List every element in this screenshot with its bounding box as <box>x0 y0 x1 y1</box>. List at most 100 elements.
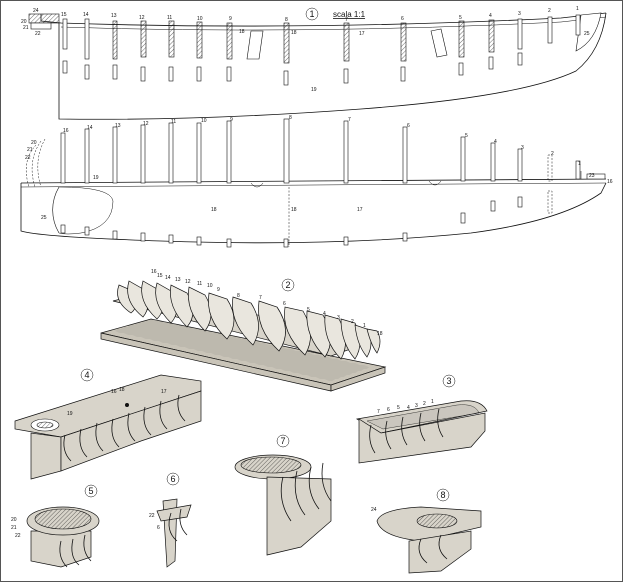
svg-text:18: 18 <box>239 29 245 35</box>
svg-text:2: 2 <box>551 151 554 157</box>
svg-text:4: 4 <box>84 370 89 380</box>
frame-numbers-view-1: 15 14 13 12 11 10 9 8 7 6 5 4 3 2 1 24 2… <box>21 6 590 93</box>
svg-text:17: 17 <box>161 389 167 395</box>
scale-label: scala 1:1 <box>333 10 366 19</box>
svg-text:16: 16 <box>111 389 117 395</box>
svg-text:3: 3 <box>446 376 451 386</box>
svg-text:2: 2 <box>285 280 290 290</box>
svg-text:14: 14 <box>83 12 89 18</box>
svg-text:9: 9 <box>217 287 220 293</box>
svg-text:5: 5 <box>459 15 462 21</box>
svg-text:11: 11 <box>197 281 202 287</box>
deck-line <box>20 178 607 184</box>
svg-text:12: 12 <box>185 279 191 285</box>
svg-text:10: 10 <box>207 283 213 289</box>
svg-text:17: 17 <box>357 207 363 213</box>
svg-text:5: 5 <box>465 133 468 139</box>
svg-text:3: 3 <box>521 145 524 151</box>
figure-1-number: 1 <box>309 9 314 19</box>
keel-top-1 <box>40 12 607 27</box>
figure-1-marker <box>305 7 319 21</box>
svg-text:19: 19 <box>67 411 73 417</box>
svg-text:4: 4 <box>494 139 497 145</box>
svg-text:15: 15 <box>157 273 163 279</box>
svg-text:3: 3 <box>415 403 418 409</box>
svg-text:16: 16 <box>63 128 69 134</box>
svg-text:5: 5 <box>397 405 400 411</box>
figure-5: 5 20 21 22 <box>11 484 100 568</box>
svg-text:25: 25 <box>584 31 590 37</box>
svg-text:12: 12 <box>143 121 149 127</box>
svg-text:4: 4 <box>489 13 492 19</box>
svg-text:8: 8 <box>237 293 240 299</box>
keel-lower-1 <box>60 16 607 31</box>
svg-text:21: 21 <box>27 147 33 153</box>
hull-side-outline <box>20 182 607 244</box>
svg-text:9: 9 <box>230 117 233 123</box>
svg-text:5: 5 <box>88 486 93 496</box>
view-1-side: 16 14 13 12 11 10 9 8 7 6 5 4 3 2 1 20 2… <box>20 115 613 248</box>
svg-text:8: 8 <box>285 17 288 23</box>
svg-text:13: 13 <box>111 13 117 19</box>
svg-text:18: 18 <box>211 207 217 213</box>
svg-text:1: 1 <box>578 161 581 167</box>
bow-piece <box>575 12 602 52</box>
svg-text:1: 1 <box>576 6 579 12</box>
svg-text:16: 16 <box>607 179 613 185</box>
figure-3: 3 7 6 5 4 3 2 1 <box>355 374 488 464</box>
figure-6: 6 22 6 <box>149 472 192 568</box>
svg-text:16: 16 <box>151 269 157 275</box>
svg-text:13: 13 <box>115 123 121 129</box>
svg-text:6: 6 <box>387 407 390 413</box>
figure-3-ribs <box>369 408 444 454</box>
frame-numbers-view-1b: 16 14 13 12 11 10 9 8 7 6 5 4 3 2 1 20 2… <box>25 115 613 221</box>
svg-text:7: 7 <box>377 409 380 415</box>
svg-text:22: 22 <box>15 533 21 539</box>
svg-text:6: 6 <box>407 123 410 129</box>
svg-text:10: 10 <box>201 118 207 124</box>
svg-text:6: 6 <box>283 301 286 307</box>
view-1-profile: 1 scala 1:1 <box>21 6 607 120</box>
svg-text:2: 2 <box>548 8 551 14</box>
figure-2-labels: 16 15 14 13 12 11 10 9 8 7 6 5 4 3 2 1 1… <box>151 269 383 337</box>
stern-block <box>28 13 60 24</box>
svg-text:2: 2 <box>351 319 354 325</box>
svg-text:22: 22 <box>149 513 155 519</box>
svg-text:14: 14 <box>165 275 171 281</box>
svg-text:8: 8 <box>440 490 445 500</box>
figure-2-assembly: 2 16 15 14 13 <box>100 269 387 392</box>
svg-text:20: 20 <box>11 517 17 523</box>
keel-4 <box>30 432 62 480</box>
svg-text:21: 21 <box>23 25 29 31</box>
svg-text:3: 3 <box>518 11 521 17</box>
svg-text:2: 2 <box>423 401 426 407</box>
stern-arc <box>52 186 60 234</box>
svg-text:5: 5 <box>307 307 310 313</box>
svg-text:21: 21 <box>11 525 17 531</box>
svg-text:11: 11 <box>167 15 172 21</box>
svg-text:4: 4 <box>407 405 410 411</box>
figure-4: 4 16 18 17 19 <box>14 368 202 480</box>
figure-8: 8 24 <box>371 488 482 574</box>
frames-view-1b <box>60 118 581 248</box>
svg-text:17: 17 <box>359 31 365 37</box>
svg-text:24: 24 <box>371 507 377 513</box>
svg-text:20: 20 <box>21 19 27 25</box>
svg-text:20: 20 <box>31 140 37 146</box>
svg-text:19: 19 <box>93 175 99 181</box>
svg-text:1: 1 <box>363 323 366 329</box>
svg-text:23: 23 <box>589 173 595 179</box>
svg-text:6: 6 <box>401 16 404 22</box>
svg-text:7: 7 <box>280 436 285 446</box>
svg-text:4: 4 <box>323 311 326 317</box>
figure-2-ribs <box>117 280 381 360</box>
svg-text:22: 22 <box>25 155 31 161</box>
svg-text:11: 11 <box>171 119 176 125</box>
svg-text:9: 9 <box>229 16 232 22</box>
svg-text:7: 7 <box>345 17 348 23</box>
svg-text:18: 18 <box>291 30 297 36</box>
svg-text:7: 7 <box>259 295 262 301</box>
svg-text:6: 6 <box>170 474 175 484</box>
svg-text:3: 3 <box>337 315 340 321</box>
